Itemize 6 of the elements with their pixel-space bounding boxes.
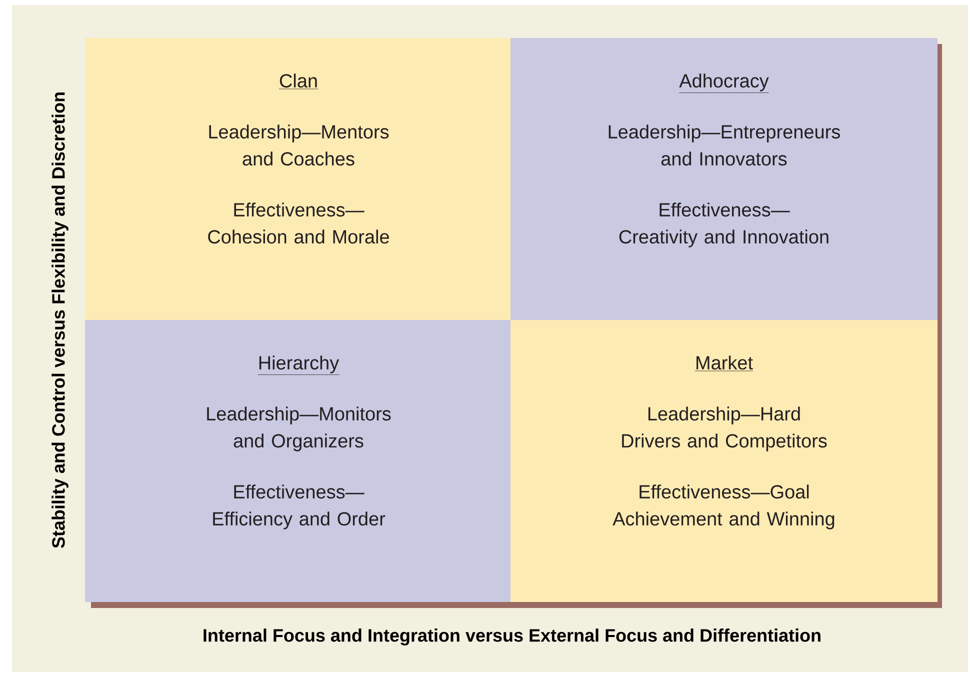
quadrant-box: Hierarchy Leadership—Monitors and Organizers Effectiveness—Efficiency and Order: [85, 320, 512, 602]
axis-label: Stability and Control versus Flexibility and Discretion: [52, 92, 68, 548]
quadrant-box: Clan Leadership—Mentors and Coaches Effectiveness—Cohesion and Morale: [85, 38, 512, 320]
axis-label: Internal Focus and Integration versus External Focus and Differentiation: [204, 628, 820, 646]
quadrant-box: Market Leadership—Hard Drivers and Competitors Effectiveness—Goal Achievement and Winning: [510, 320, 938, 602]
quadrant-box: Adhocracy Leadership—Entrepreneurs and Innovators Effectiveness—Creativity and Innovation: [510, 38, 938, 320]
